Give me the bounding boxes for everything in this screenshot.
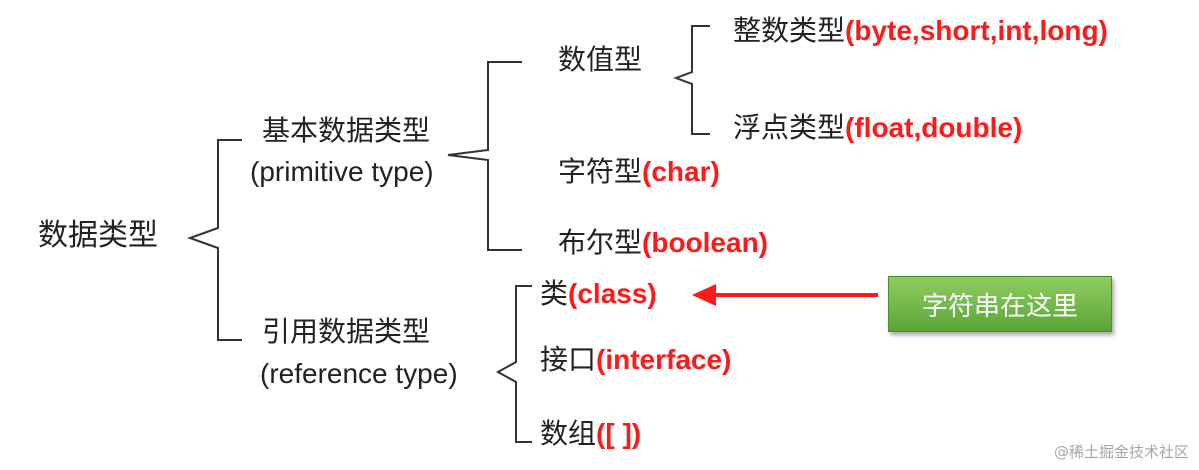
float-type-label: 浮点类型 <box>733 111 846 144</box>
array-type-keyword: ([ ]) <box>596 418 642 449</box>
primitive-type-english: (primitive type) <box>250 156 434 187</box>
integer-type-label: 整数类型 <box>733 14 846 47</box>
interface-type-keyword: (interface) <box>596 344 732 375</box>
char-type-label: 字符型 <box>558 155 643 188</box>
class-type-label: 类 <box>540 277 569 310</box>
array-type-label: 数组 <box>540 417 597 450</box>
class-type-node: 类(class) <box>540 280 657 308</box>
class-arrow <box>692 284 878 306</box>
interface-type-label: 接口 <box>540 343 597 376</box>
numeric-brace <box>673 25 710 135</box>
reference-brace <box>495 285 532 443</box>
boolean-type-label: 布尔型 <box>558 226 643 259</box>
boolean-type-keyword: (boolean) <box>642 227 769 258</box>
integer-type-keywords: (byte,short,int,long) <box>845 15 1108 46</box>
float-type-node: 浮点类型(float,double) <box>733 114 1022 142</box>
interface-type-node: 接口(interface) <box>540 346 731 374</box>
reference-type-label: 引用数据类型 <box>262 315 431 348</box>
primitive-brace <box>447 61 522 251</box>
array-type-node: 数组([ ]) <box>540 420 641 448</box>
boolean-type-node: 布尔型(boolean) <box>558 229 768 257</box>
root-node-label: 数据类型 <box>38 218 158 253</box>
char-type-node: 字符型(char) <box>558 158 720 186</box>
integer-type-node: 整数类型(byte,short,int,long) <box>733 17 1108 45</box>
class-type-keyword: (class) <box>568 278 657 309</box>
watermark-text: @稀土掘金技术社区 <box>1053 443 1189 461</box>
primitive-type-label: 基本数据类型 <box>262 114 431 147</box>
string-callout-box: 字符串在这里 <box>888 276 1112 332</box>
char-type-keyword: (char) <box>642 156 720 187</box>
numeric-type-label: 数值型 <box>558 43 643 76</box>
reference-type-english: (reference type) <box>260 358 458 389</box>
float-type-keywords: (float,double) <box>845 112 1023 143</box>
root-brace <box>187 139 242 341</box>
